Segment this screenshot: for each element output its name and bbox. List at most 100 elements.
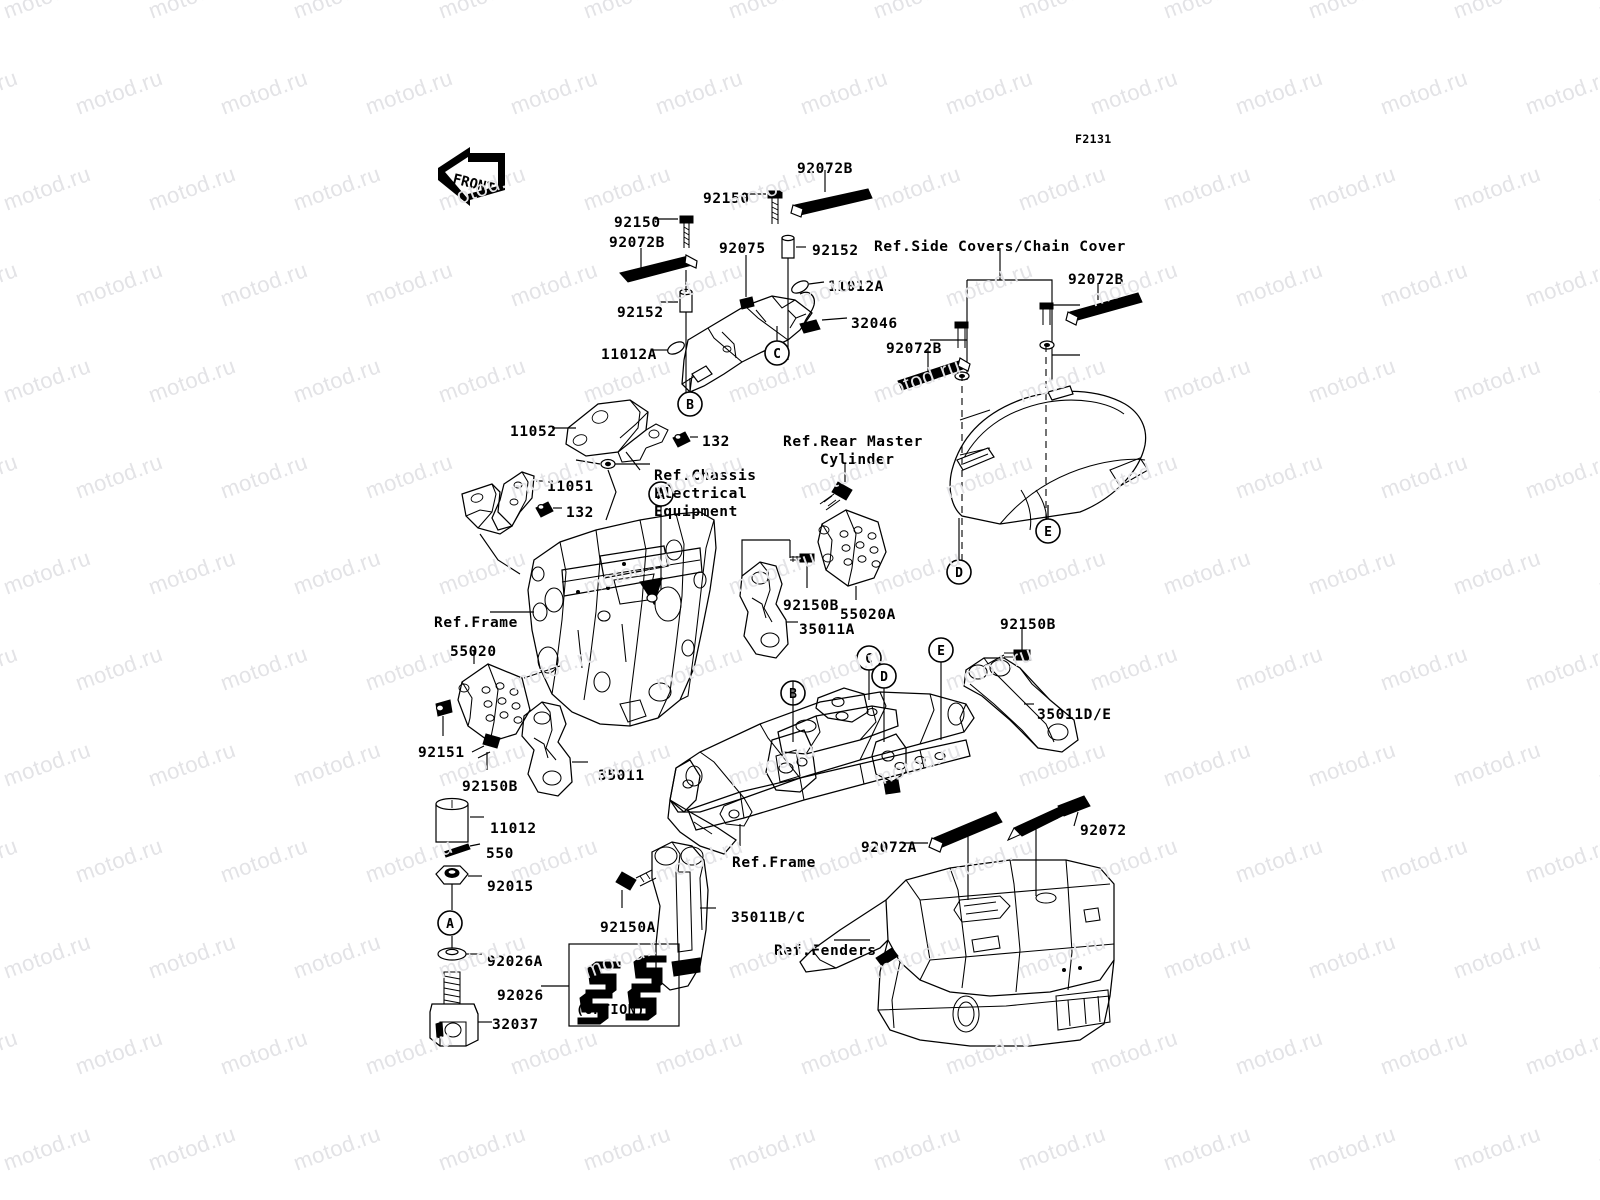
part-label-92150B-mid[interactable]: 92150B	[783, 598, 839, 614]
svg-text:C: C	[865, 652, 873, 667]
svg-text:A: A	[657, 488, 665, 503]
part-92072	[1006, 795, 1091, 896]
part-label-35011D/E[interactable]: 35011D/E	[1037, 707, 1112, 723]
part-label-132-upper[interactable]: 132	[702, 434, 730, 450]
part-label-ref-frame-upper[interactable]: Ref.Frame	[434, 615, 518, 631]
part-35011	[521, 701, 588, 797]
part-92015	[435, 865, 482, 910]
part-label-35011B/C[interactable]: 35011B/C	[731, 910, 806, 926]
part-label-92152-left[interactable]: 92152	[617, 305, 664, 321]
part-label-ref-chassis-1[interactable]: Ref.Chassis	[654, 468, 757, 484]
part-32037	[429, 971, 492, 1047]
part-rear-fender-tray	[799, 859, 1115, 1047]
part-11012a-left	[652, 341, 685, 355]
part-label-92150B-left[interactable]: 92150B	[462, 779, 518, 795]
part-label-ref-chassis-3[interactable]: Equipment	[654, 504, 738, 520]
part-label-92150-top-right[interactable]: 92150	[703, 191, 750, 207]
part-side-cover-body	[949, 345, 1149, 560]
part-label-132-lower[interactable]: 132	[566, 505, 594, 521]
ref-side-covers-leader	[930, 248, 1080, 380]
svg-text:D: D	[880, 670, 888, 685]
part-11052	[552, 399, 669, 471]
part-label-32046[interactable]: 32046	[851, 316, 898, 332]
part-label-92150B-right[interactable]: 92150B	[1000, 617, 1056, 633]
part-label-92075[interactable]: 92075	[719, 241, 766, 257]
part-label-ref-chassis-2[interactable]: Electrical	[654, 486, 748, 502]
svg-text:E: E	[1044, 525, 1052, 540]
part-label-11052[interactable]: 11052	[510, 424, 557, 440]
part-label-92072B-top-right[interactable]: 92072B	[797, 161, 853, 177]
bolt-92150-top-left	[655, 215, 694, 248]
part-label-ref-rear-master[interactable]: Ref.Rear Master	[783, 434, 923, 450]
part-label-ref-rear-master-2[interactable]: Cylinder	[820, 452, 895, 468]
bolt-92150b-mid	[790, 553, 815, 588]
bolt-side-cover-left	[954, 321, 970, 381]
part-32046-hook	[799, 291, 848, 334]
part-label-92150-top-left[interactable]: 92150	[614, 215, 661, 231]
part-label-35011A[interactable]: 35011A	[799, 622, 855, 638]
front-arrow-icon: FRONT	[438, 147, 505, 206]
part-92072a	[902, 811, 1003, 900]
svg-text:E: E	[937, 644, 945, 659]
part-label-32037[interactable]: 32037	[492, 1017, 539, 1033]
part-label-55020[interactable]: 55020	[450, 644, 497, 660]
part-92075	[739, 255, 755, 310]
part-11012	[435, 797, 484, 843]
part-label-92026[interactable]: 92026	[497, 988, 544, 1004]
part-92072b-mid-left	[897, 348, 971, 391]
svg-text:C: C	[773, 347, 781, 362]
part-label-92072B-top-left[interactable]: 92072B	[609, 235, 665, 251]
part-92152-right	[781, 234, 806, 360]
part-label-11012A-upper[interactable]: 11012A	[828, 279, 884, 295]
part-label-11012A-left[interactable]: 11012A	[601, 347, 657, 363]
bolt-92150-top-right	[745, 190, 783, 224]
part-35011a	[739, 561, 798, 659]
option-box	[541, 943, 680, 1027]
part-label-550[interactable]: 550	[486, 846, 514, 862]
part-55020	[457, 650, 561, 743]
bolt-92150a	[615, 869, 657, 908]
part-92072b-right	[1065, 283, 1143, 326]
part-label-92072A[interactable]: 92072A	[861, 840, 917, 856]
part-11051	[461, 471, 544, 575]
part-label-92072B-right[interactable]: 92072B	[1068, 272, 1124, 288]
part-label-92151[interactable]: 92151	[418, 745, 465, 761]
part-label-92026A[interactable]: 92026A	[487, 954, 543, 970]
part-label-35011[interactable]: 35011	[598, 768, 645, 784]
part-92026a	[437, 947, 482, 961]
part-label-92152-top-right[interactable]: 92152	[812, 243, 859, 259]
part-label-ref-side-covers[interactable]: Ref.Side Covers/Chain Cover	[874, 239, 1126, 255]
part-132-upper	[672, 431, 698, 448]
svg-text:A: A	[446, 917, 454, 932]
ref-chassis-leader	[575, 458, 650, 521]
bolt-92150b-left	[471, 733, 501, 770]
diagram-code: F2131	[1075, 132, 1112, 146]
bolt-92150b-right	[983, 628, 1031, 667]
part-92072b-top-right	[790, 170, 873, 218]
part-11012a-upper	[791, 280, 825, 294]
part-550	[443, 843, 481, 858]
part-label-11012[interactable]: 11012	[490, 821, 537, 837]
svg-text:B: B	[686, 398, 694, 413]
part-label-92015[interactable]: 92015	[487, 879, 534, 895]
part-label-55020A[interactable]: 55020A	[840, 607, 896, 623]
part-92151	[435, 699, 453, 736]
part-132-lower	[535, 501, 562, 518]
part-label-92072[interactable]: 92072	[1080, 823, 1127, 839]
bolt-side-cover-right	[1039, 302, 1055, 350]
bracket-upper-assembly	[681, 295, 813, 393]
part-label-ref-fenders[interactable]: Ref.Fenders	[774, 943, 877, 959]
part-label-11051[interactable]: 11051	[547, 479, 594, 495]
part-92152-left	[660, 270, 693, 396]
part-92072b-top-left	[619, 248, 698, 283]
part-label-92150A[interactable]: 92150A	[600, 920, 656, 936]
bolt-rear-master	[819, 464, 853, 511]
part-35011de	[963, 657, 1079, 753]
part-35011bc	[651, 841, 716, 991]
part-55020a	[817, 509, 887, 600]
part-label-92072B-mid-right[interactable]: 92072B	[886, 341, 942, 357]
part-label-ref-frame-lower[interactable]: Ref.Frame	[732, 855, 816, 871]
svg-text:D: D	[955, 566, 963, 581]
option-caption: (OPTION)	[576, 1002, 646, 1018]
